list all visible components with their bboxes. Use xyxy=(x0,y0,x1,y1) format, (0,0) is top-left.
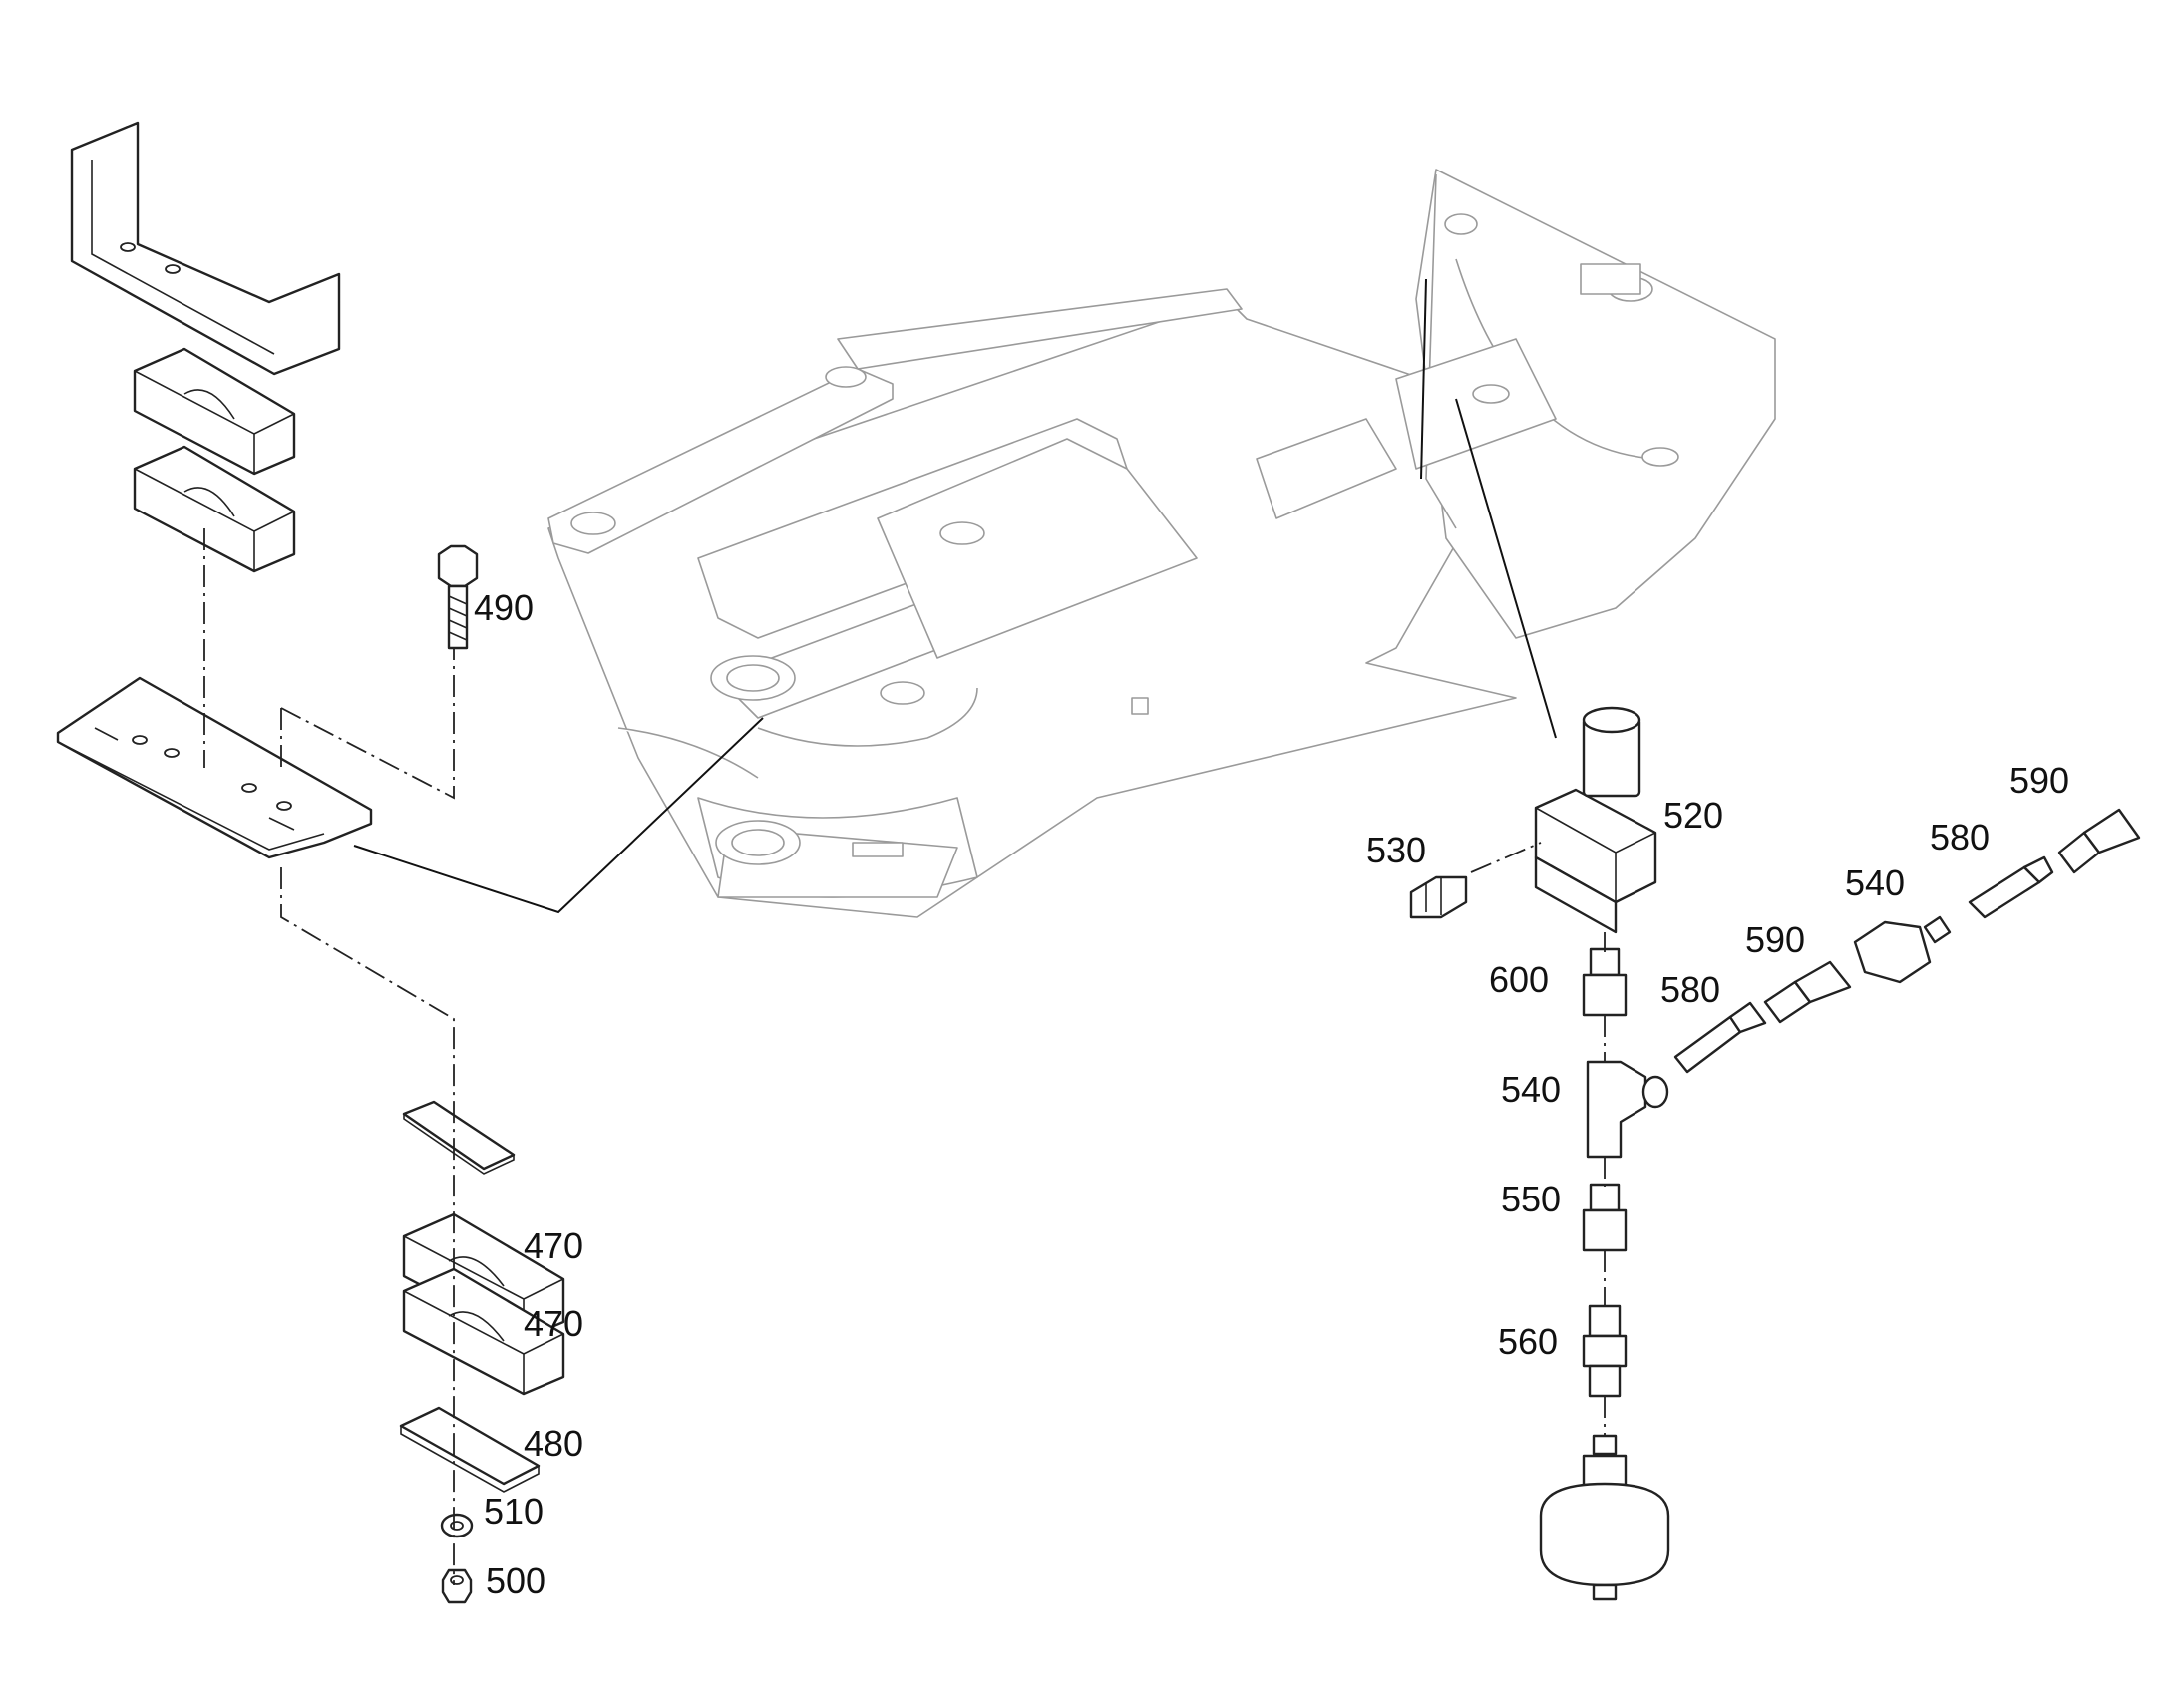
callout-470-top: 470 xyxy=(524,1225,583,1266)
cover-plate xyxy=(402,1100,516,1175)
callout-520: 520 xyxy=(1663,795,1723,836)
plug-screw xyxy=(1409,875,1468,919)
callout-600: 600 xyxy=(1489,959,1549,1000)
tee-fitting-lower xyxy=(1586,1060,1669,1159)
pipe-580-lower xyxy=(1673,1001,1767,1074)
callout-500: 500 xyxy=(486,1560,545,1601)
callout-530: 530 xyxy=(1366,830,1426,870)
callout-550: 550 xyxy=(1501,1179,1561,1219)
adapter-550 xyxy=(1582,1183,1628,1252)
callout-470-bottom: 470 xyxy=(524,1303,583,1344)
callout-480: 480 xyxy=(524,1423,583,1464)
machine-frame xyxy=(547,169,1776,918)
hex-bolt xyxy=(437,544,479,650)
leader-lines xyxy=(353,278,1557,914)
callout-580-upper: 580 xyxy=(1930,817,1990,857)
callout-540-lower: 540 xyxy=(1501,1069,1561,1110)
union-590-lower xyxy=(1763,960,1852,1024)
union-590-upper xyxy=(2057,808,2141,874)
upper-clamp-half-top xyxy=(133,347,296,476)
valve-block xyxy=(1534,706,1657,934)
accumulator xyxy=(1539,1434,1670,1601)
tee-fitting-upper xyxy=(1853,915,1952,984)
washer xyxy=(440,1513,474,1538)
callout-590-upper: 590 xyxy=(2009,760,2069,801)
upper-bracket xyxy=(70,121,341,376)
callout-490: 490 xyxy=(474,587,534,628)
callout-580-lower: 580 xyxy=(1660,969,1720,1010)
hex-nut xyxy=(441,1568,473,1604)
pipe-580-upper xyxy=(1968,855,2054,919)
upper-clamp-half-bottom xyxy=(133,445,296,573)
callout-590-lower: 590 xyxy=(1745,919,1805,960)
adapter-600 xyxy=(1582,947,1628,1017)
adapter-560 xyxy=(1582,1304,1628,1398)
mounting-plate xyxy=(56,676,373,859)
welding-plate xyxy=(399,1406,541,1493)
callout-560: 560 xyxy=(1498,1321,1558,1362)
callout-540-upper: 540 xyxy=(1845,862,1905,903)
callout-510: 510 xyxy=(484,1491,544,1532)
